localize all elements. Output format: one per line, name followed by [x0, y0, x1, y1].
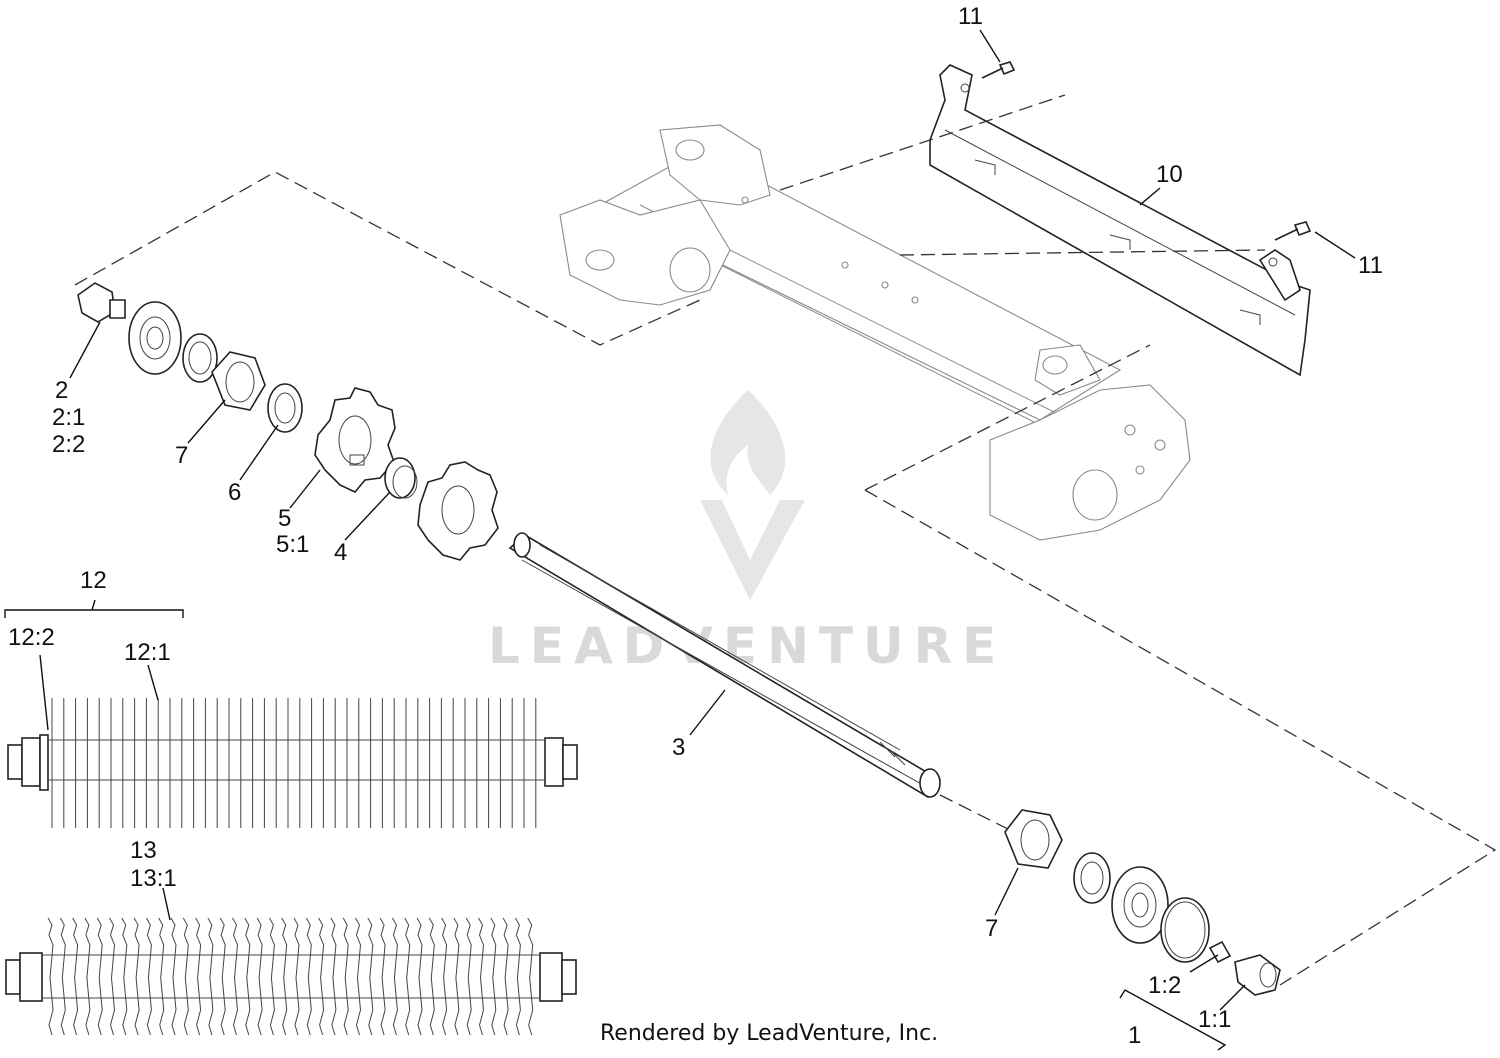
spiker-disc: [416, 917, 423, 1036]
nut-part-7-left: [211, 351, 266, 411]
spiker-disc: [465, 917, 472, 1036]
washer-part-6: [267, 383, 303, 433]
bolt-part-11-top: [981, 61, 1016, 79]
callout-11-right: 11: [1358, 252, 1383, 279]
spiker-disc: [318, 917, 325, 1036]
callout-13: 13: [130, 837, 157, 864]
cutter-disc-second: [417, 461, 499, 561]
spiker-disc: [84, 917, 91, 1036]
cutter-disc-part-5: [314, 387, 396, 493]
bolt-part-11-right: [1274, 221, 1312, 241]
reel-assembly-part-13: [5, 917, 577, 1036]
seal-left: [182, 333, 218, 383]
spiker-disc: [72, 917, 79, 1036]
spiker-disc: [133, 917, 140, 1036]
spiker-disc: [305, 917, 312, 1036]
callout-2-1: 2:1: [52, 404, 85, 431]
callout-4: 4: [334, 539, 347, 566]
leadventure-watermark: LEADVENTURE: [488, 390, 996, 675]
reel-assembly-part-12: [7, 698, 578, 828]
bearing-left: [128, 301, 182, 375]
spiker-disc: [244, 917, 251, 1036]
spiker-disc: [182, 917, 189, 1036]
spiker-disc: [514, 917, 521, 1036]
bracket-12: [4, 609, 184, 618]
spiker-disc: [219, 917, 226, 1036]
callout-2: 2: [55, 377, 68, 404]
leader-lines: [39, 29, 1356, 1011]
spiker-disc: [268, 917, 275, 1036]
spacer-part-4: [384, 457, 418, 499]
spiker-disc: [502, 917, 509, 1036]
callout-1-1: 1:1: [1198, 1006, 1231, 1033]
bracket-1: [1119, 989, 1227, 1051]
reel-frame-assembly: [559, 124, 1191, 541]
spiker-disc: [379, 917, 386, 1036]
callout-12: 12: [80, 567, 107, 594]
reel-shaft-part-3: [508, 532, 942, 799]
callout-5: 5: [278, 505, 291, 532]
o-ring-right: [1160, 897, 1210, 963]
callout-12-2: 12:2: [8, 624, 55, 651]
callout-7-right: 7: [985, 915, 998, 942]
spiker-disc: [47, 917, 54, 1036]
bearing-right: [1111, 866, 1169, 944]
spiker-disc: [59, 917, 66, 1036]
spiker-disc: [145, 917, 152, 1036]
callout-11-top: 11: [958, 3, 983, 30]
callout-1-2: 1:2: [1148, 972, 1181, 999]
spiker-disc: [207, 917, 214, 1036]
spiker-disc: [158, 917, 165, 1036]
end-cap-part-1-1: [1234, 954, 1281, 996]
spiker-disc: [428, 917, 435, 1036]
spiker-disc: [330, 917, 337, 1036]
callout-2-2: 2:2: [52, 431, 85, 458]
callout-7-left: 7: [175, 442, 188, 469]
spiker-disc: [527, 917, 534, 1036]
seal-right: [1073, 852, 1111, 904]
rendered-by-credit: Rendered by LeadVenture, Inc.: [600, 1021, 938, 1046]
callout-12-1: 12:1: [124, 639, 171, 666]
callout-13-1: 13:1: [130, 865, 177, 892]
spiker-disc: [441, 917, 448, 1036]
spiker-disc: [391, 917, 398, 1036]
callout-5-1: 5:1: [276, 531, 309, 558]
callout-1: 1: [1128, 1022, 1141, 1049]
spiker-disc: [355, 917, 362, 1036]
spiker-disc: [96, 917, 103, 1036]
callout-10: 10: [1156, 161, 1183, 188]
spiker-disc: [170, 917, 177, 1036]
spiker-disc: [342, 917, 349, 1036]
spiker-disc: [404, 917, 411, 1036]
spiker-disc: [281, 917, 288, 1036]
spiker-disc: [490, 917, 497, 1036]
spiker-disc: [121, 917, 128, 1036]
spiker-disc: [293, 917, 300, 1036]
spiker-disc: [478, 917, 485, 1036]
spiker-disc: [109, 917, 116, 1036]
stud-part-2: [77, 282, 126, 323]
spiker-disc: [195, 917, 202, 1036]
flame-logo-icon: [700, 390, 805, 600]
alignment-lines: [74, 94, 1497, 986]
callout-6: 6: [228, 479, 241, 506]
spiker-disc: [256, 917, 263, 1036]
grease-fitting-part-1-2: [1208, 940, 1232, 964]
spiker-disc: [232, 917, 239, 1036]
rear-shield-part-10: [929, 64, 1311, 377]
callout-labels: 11 10 11 2 2:1 2:2 7 6 5 5:1 4 12 12:2 1…: [8, 3, 1383, 1049]
spiker-disc: [453, 917, 460, 1036]
callout-3: 3: [672, 734, 685, 761]
nut-part-7-right: [1004, 809, 1063, 869]
bracket-12-tick: [91, 599, 96, 611]
spiker-disc: [367, 917, 374, 1036]
